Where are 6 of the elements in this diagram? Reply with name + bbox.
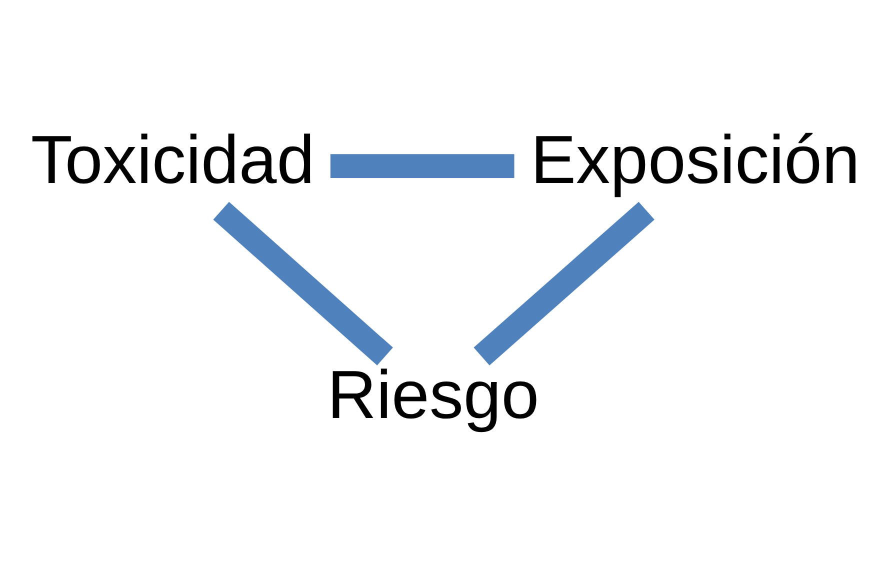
connector	[474, 201, 654, 365]
node-text: Exposición	[530, 122, 860, 198]
connector	[330, 154, 514, 178]
node-text: Riesgo	[327, 356, 540, 432]
node-text: Toxicidad	[30, 122, 315, 198]
connector	[213, 201, 393, 365]
